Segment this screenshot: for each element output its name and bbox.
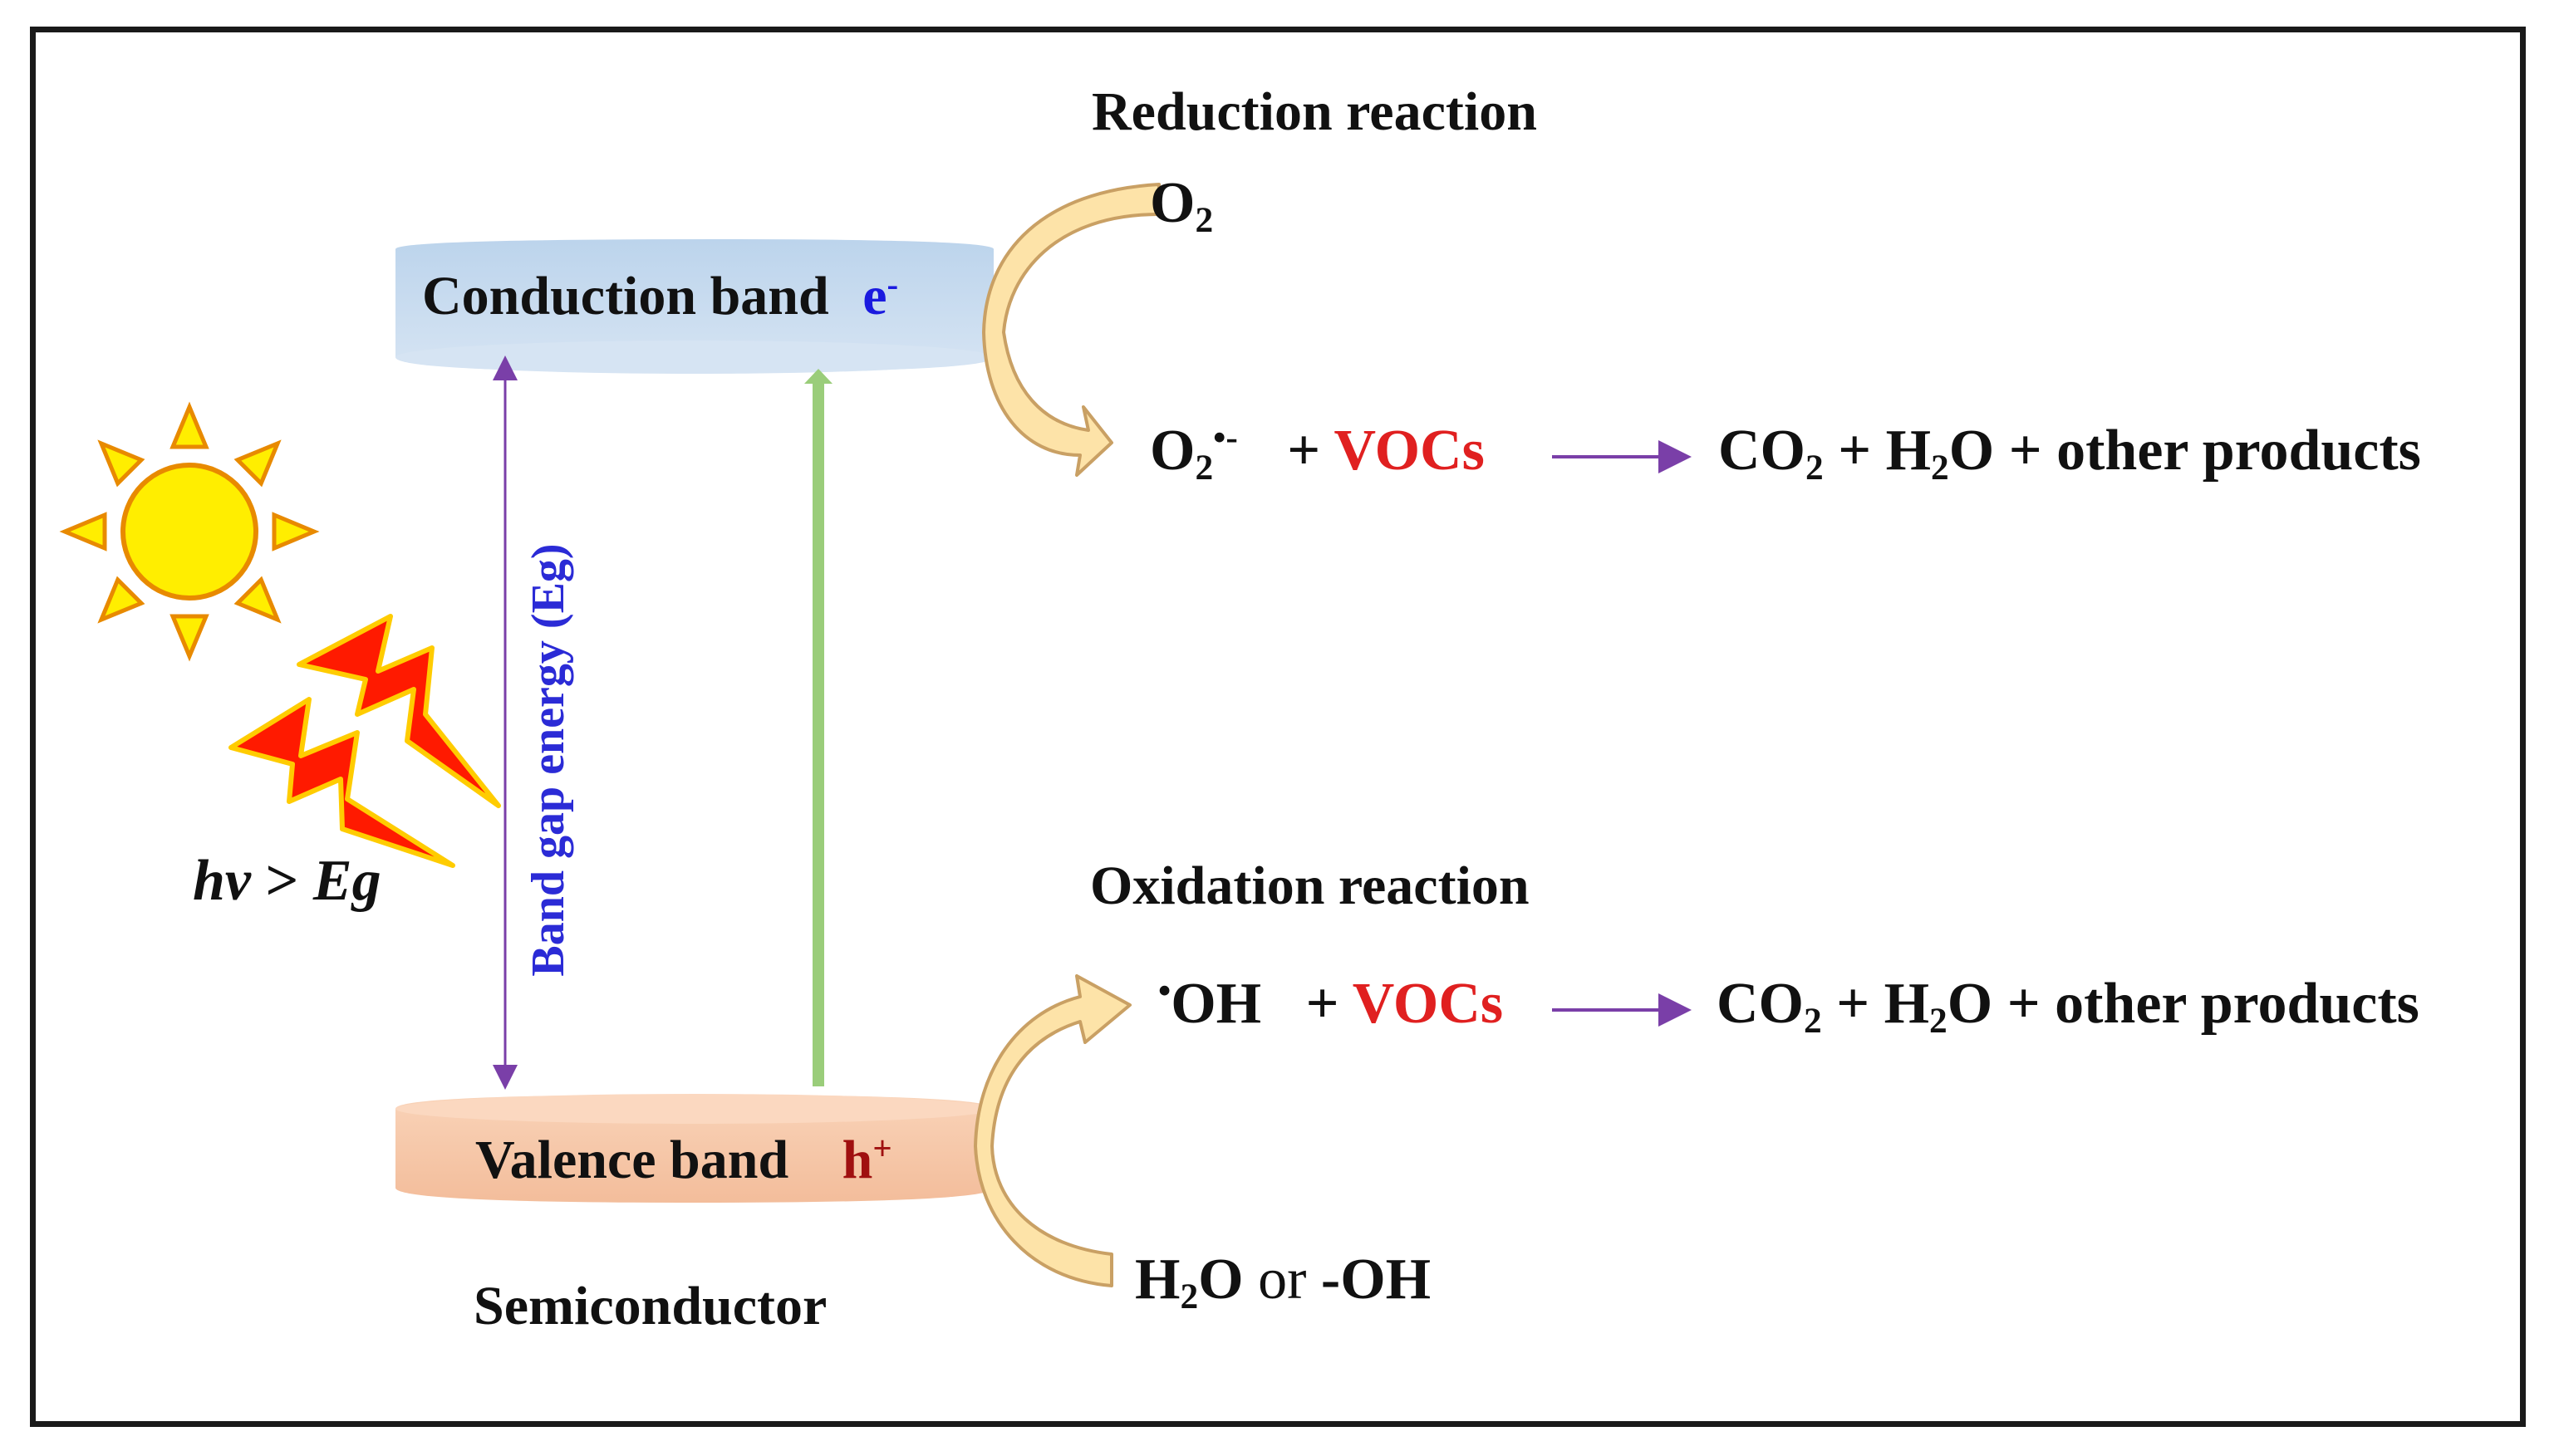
curved-arrow-reduction (982, 183, 1161, 477)
lightning-bolt-icon (297, 614, 501, 808)
oxidation-heading: Oxidation reaction (1090, 855, 1530, 916)
semiconductor-label: Semiconductor (474, 1276, 828, 1336)
vocs-label: VOCs (1352, 972, 1504, 1036)
oxygen-reactant: O2 (1150, 171, 1214, 241)
superoxide-radical: O2•- (1150, 418, 1238, 488)
reduction-heading: Reduction reaction (1092, 81, 1537, 142)
water-source: H2O or -OH (1135, 1248, 1432, 1317)
reduction-products: CO2 + H2O + other products (1718, 419, 2421, 488)
curved-arrow-oxidation (974, 974, 1132, 1287)
vocs-label: VOCs (1334, 419, 1485, 483)
valence-band-label: Valence band h+ (475, 1129, 892, 1190)
photon-condition: hv > Eg (193, 849, 381, 913)
oxidation-products: CO2 + H2O + other products (1717, 972, 2419, 1042)
hydroxyl-radical: •OH (1158, 971, 1262, 1036)
reduction-equation: O2•- + VOCs (1150, 418, 1485, 488)
hole-symbol: h+ (842, 1129, 892, 1190)
oxidation-equation: •OH + VOCs (1158, 971, 1504, 1036)
sun-icon (59, 401, 320, 662)
conduction-band-label: Conduction band e- (422, 265, 899, 326)
electron-symbol: e- (862, 265, 899, 326)
band-gap-label: Band gap energy (Eg) (523, 543, 574, 977)
lightning-bolt-icon (228, 697, 455, 868)
valence-band (395, 1094, 994, 1203)
excitation-arrow (804, 369, 833, 1086)
conduction-band (395, 239, 994, 374)
